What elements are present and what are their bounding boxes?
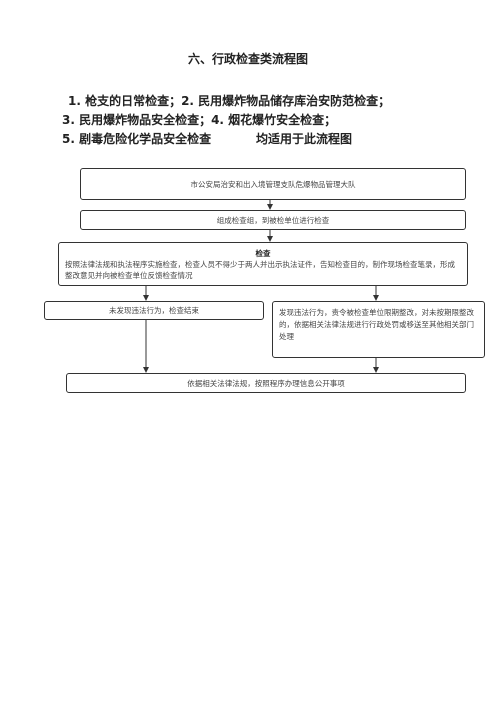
flow-step-inspect-title: 检查	[255, 249, 271, 258]
flow-step-agency-text: 市公安局治安和出入境管理支队危爆物品管理大队	[190, 179, 356, 189]
flow-step-inspect: 检查 按照法律法规和执法程序实施检查，检查人员不得少于两人并出示执法证件，告知检…	[58, 242, 468, 286]
applicable-item-line-1: 1. 枪支的日常检查；2. 民用爆炸物品储存库治安防范检查；	[68, 94, 391, 108]
flow-branch-no-violation: 未发现违法行为，检查结束	[44, 301, 264, 320]
page-title: 六、行政检查类流程图	[187, 52, 308, 66]
applicable-item-line-3: 5. 剧毒危险化学品安全检查	[62, 132, 212, 146]
applicable-note: 均适用于此流程图	[256, 132, 353, 146]
flow-step-disclosure: 依据相关法律法规，按照程序办理信息公开事项	[66, 373, 466, 393]
flow-step-organize: 组成检查组，到被检单位进行检查	[80, 210, 466, 230]
flow-step-disclosure-text: 依据相关法律法规，按照程序办理信息公开事项	[187, 378, 345, 388]
flow-branch-violation: 发现违法行为，责令被检查单位限期整改，对未按期限整改的，依据相关法律法规进行行政…	[272, 301, 485, 358]
flow-step-agency: 市公安局治安和出入境管理支队危爆物品管理大队	[80, 168, 466, 200]
applicable-item-line-2: 3. 民用爆炸物品安全检查；4. 烟花爆竹安全检查；	[62, 113, 337, 127]
flow-step-inspect-body: 按照法律法规和执法程序实施检查，检查人员不得少于两人并出示执法证件，告知检查目的…	[65, 260, 455, 280]
flow-branch-violation-text: 发现违法行为，责令被检查单位限期整改，对未按期限整改的，依据相关法律法规进行行政…	[279, 308, 474, 341]
flow-step-organize-text: 组成检查组，到被检单位进行检查	[216, 215, 330, 225]
flow-branch-no-violation-text: 未发现违法行为，检查结束	[109, 306, 199, 315]
